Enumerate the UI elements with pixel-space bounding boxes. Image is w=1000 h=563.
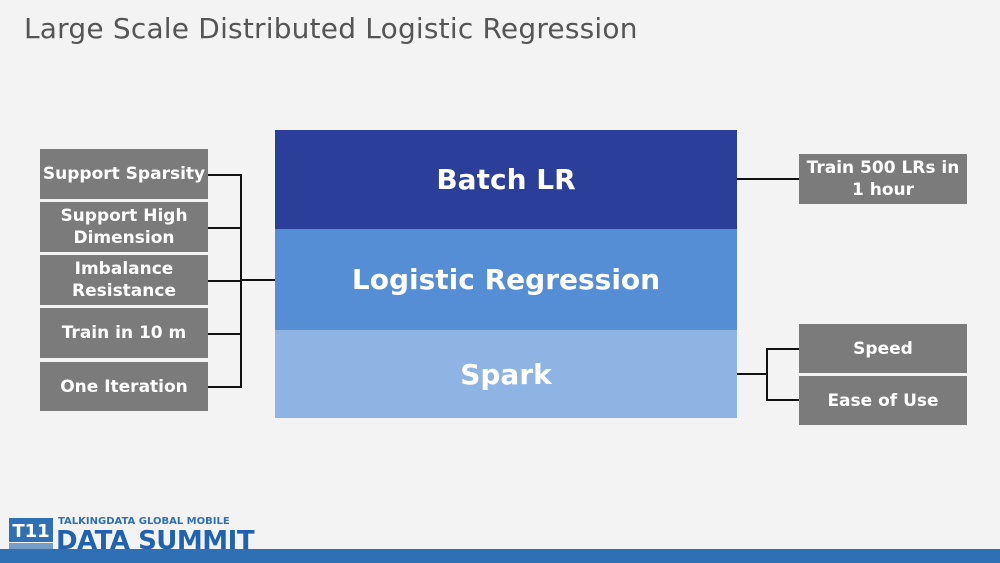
slide-title: Large Scale Distributed Logistic Regress… <box>24 12 638 45</box>
connector-line <box>208 174 241 176</box>
feature-label: Support High Dimension <box>60 206 188 248</box>
feature-label: Train in 10 m <box>61 323 187 343</box>
connector-line <box>208 280 241 282</box>
feature-box-imbalance-resistance: Imbalance Resistance <box>40 255 208 305</box>
result-box-train-500-lrs: Train 500 LRs in 1 hour <box>799 154 967 204</box>
feature-box-one-iteration: One Iteration <box>40 362 208 411</box>
feature-box-support-high-dimension: Support High Dimension <box>40 202 208 252</box>
feature-box-train-in-10m: Train in 10 m <box>40 308 208 358</box>
connector-line <box>240 174 242 388</box>
layer-label: Logistic Regression <box>351 263 661 296</box>
feature-box-support-sparsity: Support Sparsity <box>40 149 208 199</box>
connector-line <box>766 399 799 401</box>
feature-label: Support Sparsity <box>42 164 206 184</box>
connector-line <box>208 227 241 229</box>
benefit-label: Ease of Use <box>827 390 939 411</box>
layer-batch-lr: Batch LR <box>275 130 737 229</box>
feature-label: One Iteration <box>60 376 188 397</box>
benefit-box-speed: Speed <box>799 324 967 373</box>
layer-spark: Spark <box>275 330 737 418</box>
benefit-box-ease-of-use: Ease of Use <box>799 376 967 425</box>
benefit-label: Speed <box>853 338 913 359</box>
logo-mark-text: T11 <box>12 521 49 542</box>
feature-label: Imbalance Resistance <box>72 259 176 301</box>
layer-logistic-regression: Logistic Regression <box>275 229 737 330</box>
result-label: Train 500 LRs in 1 hour <box>806 158 960 200</box>
connector-line <box>208 386 241 388</box>
layer-label: Batch LR <box>436 163 576 196</box>
connector-line <box>737 373 767 375</box>
layer-label: Spark <box>460 357 552 391</box>
connector-line <box>240 279 275 281</box>
connector-line <box>766 348 799 350</box>
bottom-bar <box>0 549 1000 563</box>
logo-small-text: TALKINGDATA GLOBAL MOBILE <box>58 516 230 527</box>
connector-line <box>766 348 768 401</box>
connector-line <box>737 178 799 180</box>
connector-line <box>208 333 241 335</box>
